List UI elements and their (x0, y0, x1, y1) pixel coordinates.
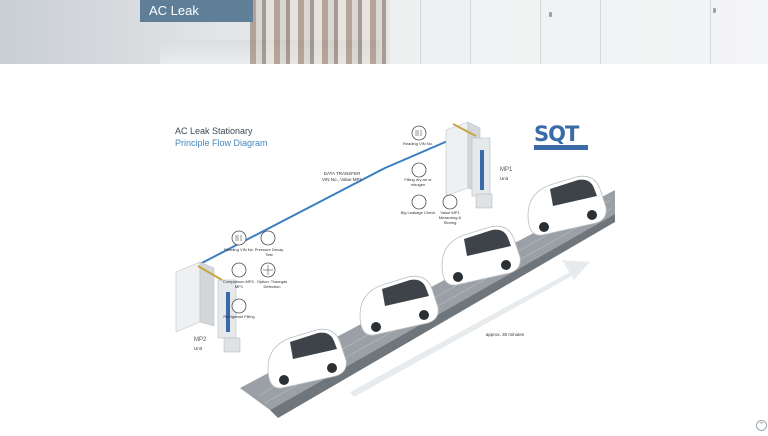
step-label: Filling dry air or nitrogen (404, 177, 432, 187)
hero-cabinet (470, 0, 471, 64)
hero-cabinet-handle (549, 12, 552, 17)
direction-arrow (350, 272, 572, 397)
duration-label: approx. 30 minutes (485, 332, 525, 337)
mp2-name: MP2 (194, 337, 207, 343)
hero-cabinet (600, 0, 601, 64)
car (441, 225, 521, 286)
hero-cabinet-handle (713, 8, 716, 13)
hero-title: AC Leak (140, 0, 253, 22)
measure-store-icon (442, 194, 458, 210)
car (267, 328, 347, 389)
scroll-to-top-button[interactable]: ⌃ (756, 420, 767, 431)
hero-cabinet (540, 0, 541, 64)
hero-people-image (250, 0, 390, 64)
step-label: Value MP1 Measuring & Storing (438, 210, 462, 225)
sqt-logo: SQT (534, 124, 588, 152)
pressure-icon (260, 230, 276, 246)
hero-cabinet (420, 0, 421, 64)
refrigerant-icon (231, 298, 247, 314)
flow-diagram (175, 121, 615, 418)
chevron-up-icon: ⌃ (758, 422, 765, 429)
hero-cabinet (710, 0, 711, 64)
conveyor-belt-edge (270, 214, 615, 418)
car (527, 175, 607, 236)
diagram-subtitle: Principle Flow Diagram (175, 138, 268, 148)
leak-check-icon (411, 194, 427, 210)
hero-banner: AC Leak (0, 0, 768, 64)
logo-bar (534, 145, 588, 150)
barcode-icon (231, 230, 247, 246)
step-label: Pressure Decay Test (254, 247, 284, 257)
car (359, 275, 439, 336)
compare-icon (231, 262, 247, 278)
mp1-unit (445, 121, 493, 209)
barcode-icon (411, 125, 427, 141)
diagram-title: AC Leak Stationary (175, 126, 253, 136)
step-label: Comparison MP2-MP1 (222, 279, 256, 289)
step-label: Option: Tracegas Detection (256, 279, 288, 289)
mp2-unit (175, 261, 241, 353)
data-transfer-label: DATA TRANSFER (323, 171, 361, 176)
filling-icon (411, 162, 427, 178)
mp2-unit-label: Unit (194, 346, 203, 351)
step-label: Reading VIN No. (223, 247, 254, 252)
step-label: Refrigerant Filling (223, 314, 255, 319)
data-transfer-detail: VIN No., Value MP1 (322, 177, 362, 182)
mp1-unit-label: Unit (500, 176, 509, 181)
logo-text: SQT (534, 122, 579, 146)
direction-arrow-head (562, 260, 590, 280)
mp1-name: MP1 (500, 167, 513, 173)
step-label: Big Leakage Check (400, 210, 436, 215)
step-label: Reading VIN No. (402, 141, 433, 146)
